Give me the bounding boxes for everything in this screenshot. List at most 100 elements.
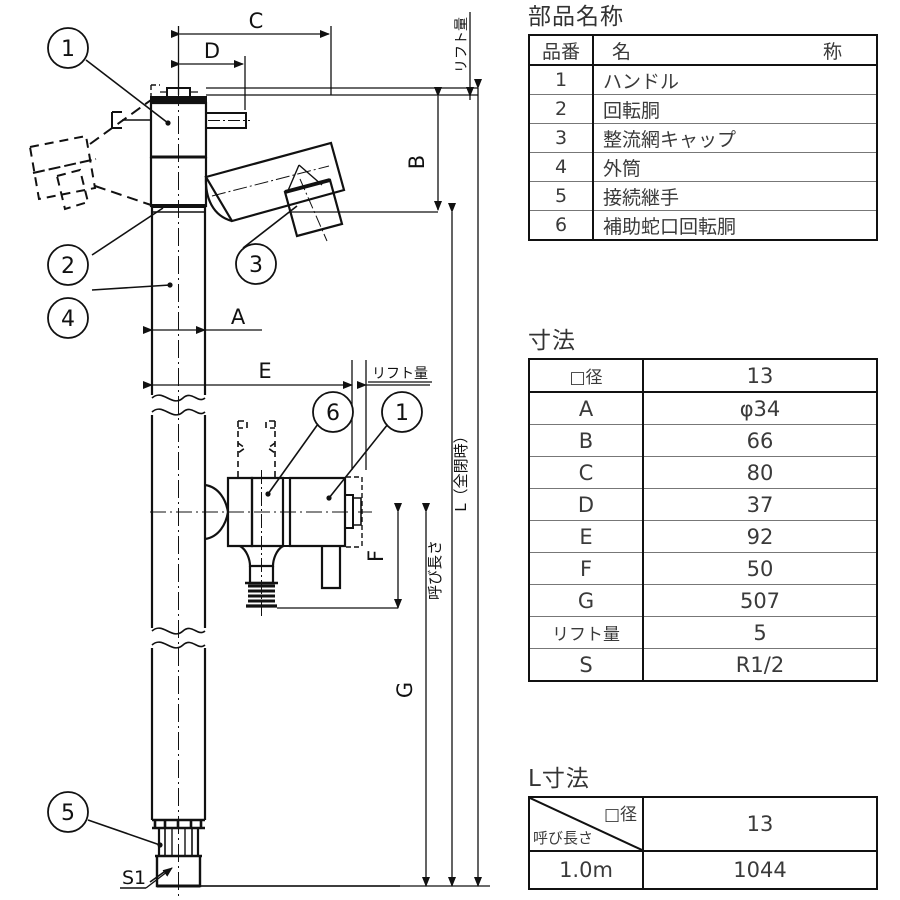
dim-symbol: C [528,456,644,489]
table-row: F 50 [528,552,878,585]
auxiliary-faucet [150,420,372,618]
dimension-table: □径 13 A φ34 B 66 C 80 D 37 [528,358,878,682]
l-panel-title: L寸法 [528,766,590,792]
balloon-leaders [85,59,389,883]
table-row: 5 接続継手 [528,181,878,211]
table-row: A φ34 [528,391,878,425]
s1-leader [120,867,400,889]
table-header-row: 品番 名 称 [528,34,878,66]
part-name: 接続継手 [592,181,878,211]
dim-value: 92 [642,520,878,553]
balloon-4[interactable]: 4 [47,297,89,339]
dimension-label-lift-mid: リフト量 [372,366,428,382]
table-row: 3 整流網キャップ [528,123,878,153]
dimension-label-g: G [393,682,417,698]
thread-label-s1: S1 [122,867,146,889]
balloon-label: 3 [249,253,263,278]
part-no: 5 [528,181,594,211]
part-no: 2 [528,94,594,124]
balloon-1-top[interactable]: 1 [47,27,89,69]
dim-symbol: F [528,552,644,585]
part-no: 6 [528,210,594,241]
header-split-cell: □径 呼び長さ [528,796,644,852]
dim-symbol: G [528,584,644,617]
table-row: 6 補助蛇口回転胴 [528,210,878,241]
parts-panel-title: 部品名称 [528,4,624,30]
balloon-label: 2 [61,254,75,279]
header-nominal-diameter: □径 [528,358,644,393]
l-value: 1044 [642,850,878,890]
dim-value: 5 [642,616,878,649]
balloon-2[interactable]: 2 [47,244,89,286]
table-row: 1 ハンドル [528,64,878,95]
table-row: 1.0m 1044 [528,850,878,890]
dimension-panel-title: 寸法 [528,328,576,354]
table-row: 4 外筒 [528,152,878,182]
l-dimension-table: □径 呼び長さ 13 1.0m 1044 [528,796,878,890]
parts-name-panel: 部品名称 品番 名 称 1 ハンドル 2 [528,6,878,241]
header-name-left: 名 [612,40,632,63]
balloon-label: 4 [61,307,75,332]
dim-symbol: S [528,648,644,682]
table-row: E 92 [528,520,878,553]
part-name: 外筒 [592,152,878,182]
l-dimension-panel: L寸法 □径 呼び長さ 13 1.0 [528,768,878,890]
table-row: 2 回転胴 [528,94,878,124]
header-diameter-value: 13 [642,358,878,393]
table-row: リフト量 5 [528,616,878,649]
table-row: B 66 [528,424,878,457]
dim-symbol: リフト量 [528,616,644,649]
dimension-label-nominal-length: 呼び長さ [426,540,444,600]
balloon-1-lower[interactable]: 1 [381,391,423,433]
bottom-connector [152,60,205,898]
dimension-lines [143,12,490,887]
dimension-label-f: F [364,550,388,562]
header-name-right: 称 [822,40,842,63]
balloon-label: 6 [326,401,340,426]
table-row: G 507 [528,584,878,617]
dimension-label-a: A [231,305,246,329]
dim-symbol: A [528,391,644,425]
header-part-no: 品番 [528,34,594,66]
dimension-label-lift-top: リフト量 [454,17,470,73]
dimension-label-e: E [258,359,271,383]
part-name: 整流網キャップ [592,123,878,153]
balloon-6[interactable]: 6 [312,391,354,433]
part-no: 1 [528,64,594,95]
dimension-panel: 寸法 □径 13 A φ34 B 66 C 80 [528,330,878,682]
part-no: 3 [528,123,594,153]
dim-value: 50 [642,552,878,585]
header-nominal-length: 呼び長さ [533,829,594,847]
dim-value: φ34 [642,391,878,425]
table-row: D 37 [528,488,878,521]
dim-symbol: D [528,488,644,521]
dim-value: 507 [642,584,878,617]
header-diameter-value: 13 [642,796,878,852]
dimension-text-group: C D B A E F G リフト量 リフト量 呼び長さ L（全閉時） S1 [122,9,470,889]
dim-symbol: B [528,424,644,457]
l-nominal-length: 1.0m [528,850,644,890]
dim-value: R1/2 [642,648,878,682]
parts-name-table: 品番 名 称 1 ハンドル 2 回転胴 [528,34,878,241]
balloon-label: 1 [61,37,75,62]
balloon-label: 1 [395,401,409,426]
part-name: ハンドル [592,64,878,95]
dim-value: 66 [642,424,878,457]
dim-value: 80 [642,456,878,489]
dimension-label-c: C [249,9,264,33]
balloon-5[interactable]: 5 [47,791,89,833]
faucet-assembly-drawing: 1 2 3 4 6 [28,9,490,898]
header-part-name: 名 称 [592,34,878,66]
diagonal-divider-icon [530,798,642,850]
outer-pipe-body [150,206,207,820]
spout-assembly [204,141,346,242]
part-name: 補助蛇口回転胴 [592,210,878,241]
dim-value: 37 [642,488,878,521]
part-name: 回転胴 [592,94,878,124]
dimension-label-overall-closed: L（全閉時） [452,428,470,511]
balloon-3[interactable]: 3 [235,243,277,285]
dimension-label-b: B [405,155,429,169]
table-header-row: □径 13 [528,358,878,393]
dim-symbol: E [528,520,644,553]
